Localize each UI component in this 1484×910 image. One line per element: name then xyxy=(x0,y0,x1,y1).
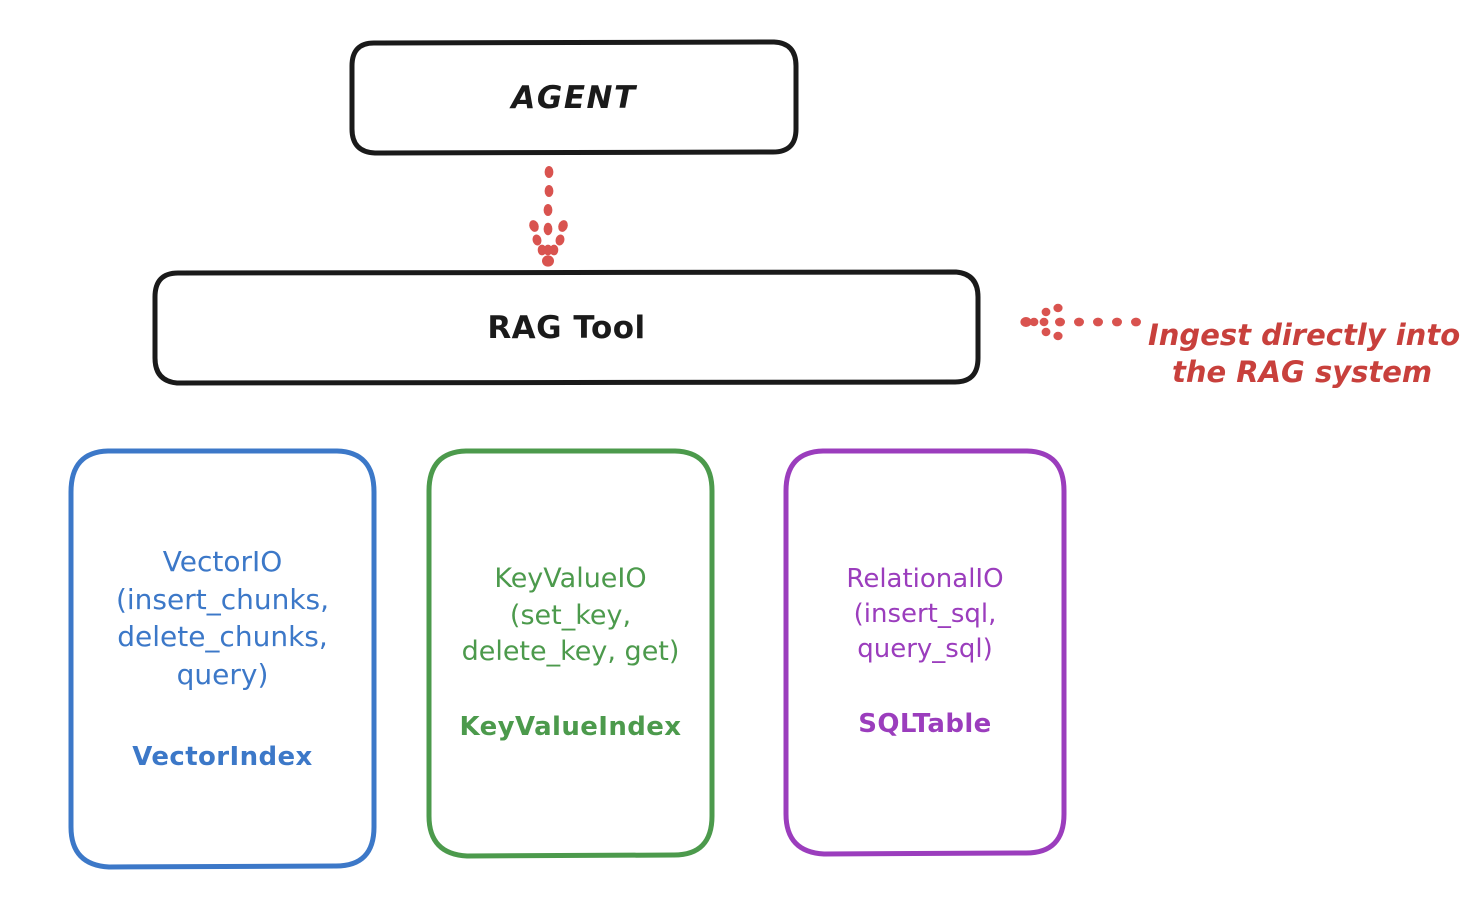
relational-io-body: RelationalIO (insert_sql, query_sql) SQL… xyxy=(838,562,1011,741)
keyvalue-io-body: KeyValueIO (set_key, delete_key, get) Ke… xyxy=(452,561,690,744)
keyvalue-index-label: KeyValueIndex xyxy=(459,711,682,742)
relational-io-signature: RelationalIO (insert_sql, query_sql) xyxy=(846,564,1004,664)
ingest-annotation-line2: the RAG system xyxy=(1172,355,1433,390)
vector-index-label: VectorIndex xyxy=(132,742,313,773)
ingest-annotation-line1: Ingest directly into xyxy=(1148,318,1461,353)
ingest-annotation: Ingest directly into the RAG system xyxy=(1148,280,1478,428)
node-vector-io[interactable]: VectorIO (insert_chunks, delete_chunks, … xyxy=(68,448,377,870)
vector-io-body: VectorIO (insert_chunks, delete_chunks, … xyxy=(108,543,337,775)
arrow-note-to-rag xyxy=(1020,303,1141,341)
keyvalue-io-signature: KeyValueIO (set_key, delete_key, get) xyxy=(461,563,680,667)
agent-label: AGENT xyxy=(511,79,637,116)
arrow-agent-to-rag xyxy=(529,166,568,267)
sqltable-label: SQLTable xyxy=(858,708,992,739)
node-keyvalue-io[interactable]: KeyValueIO (set_key, delete_key, get) Ke… xyxy=(426,448,715,859)
node-rag-tool[interactable]: RAG Tool xyxy=(152,269,981,386)
vector-io-signature: VectorIO (insert_chunks, delete_chunks, … xyxy=(115,545,330,691)
node-relational-io[interactable]: RelationalIO (insert_sql, query_sql) SQL… xyxy=(783,448,1067,857)
rag-tool-label: RAG Tool xyxy=(487,309,646,346)
node-agent[interactable]: AGENT xyxy=(349,39,799,156)
